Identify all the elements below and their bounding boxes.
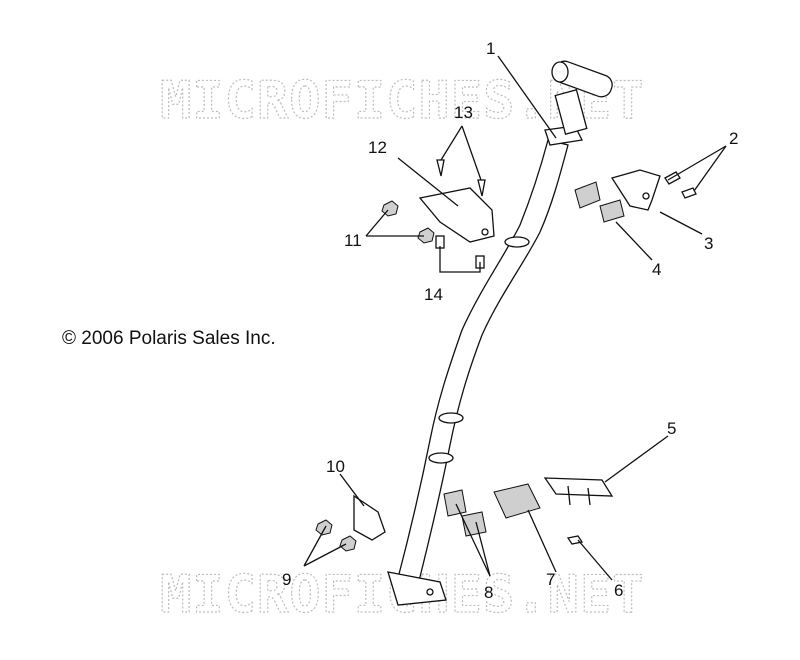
copyright-notice: © 2006 Polaris Sales Inc. [62,328,276,349]
callout-12: 12 [368,138,387,157]
callout-11: 11 [344,231,362,250]
callout-7: 7 [546,570,555,589]
callout-1: 1 [486,39,495,58]
steering-post [387,60,613,606]
callout-8: 8 [484,583,493,602]
callout-13: 13 [454,103,473,122]
callout-5: 5 [667,419,676,438]
lower-parts [315,477,614,552]
upper-clamp [574,181,625,223]
callout-6: 6 [614,581,623,600]
callout-14: 14 [424,285,443,304]
callout-4: 4 [652,260,661,279]
leader-lines [303,55,727,581]
callout-2: 2 [729,129,738,148]
callout-3: 3 [704,234,713,253]
callout-10: 10 [326,457,345,476]
upper-bracket [610,169,697,211]
callout-labels: 1 2 3 4 5 6 7 8 9 10 11 12 13 14 [282,39,738,602]
callout-9: 9 [282,570,291,589]
left-bracket-assembly [381,159,495,269]
